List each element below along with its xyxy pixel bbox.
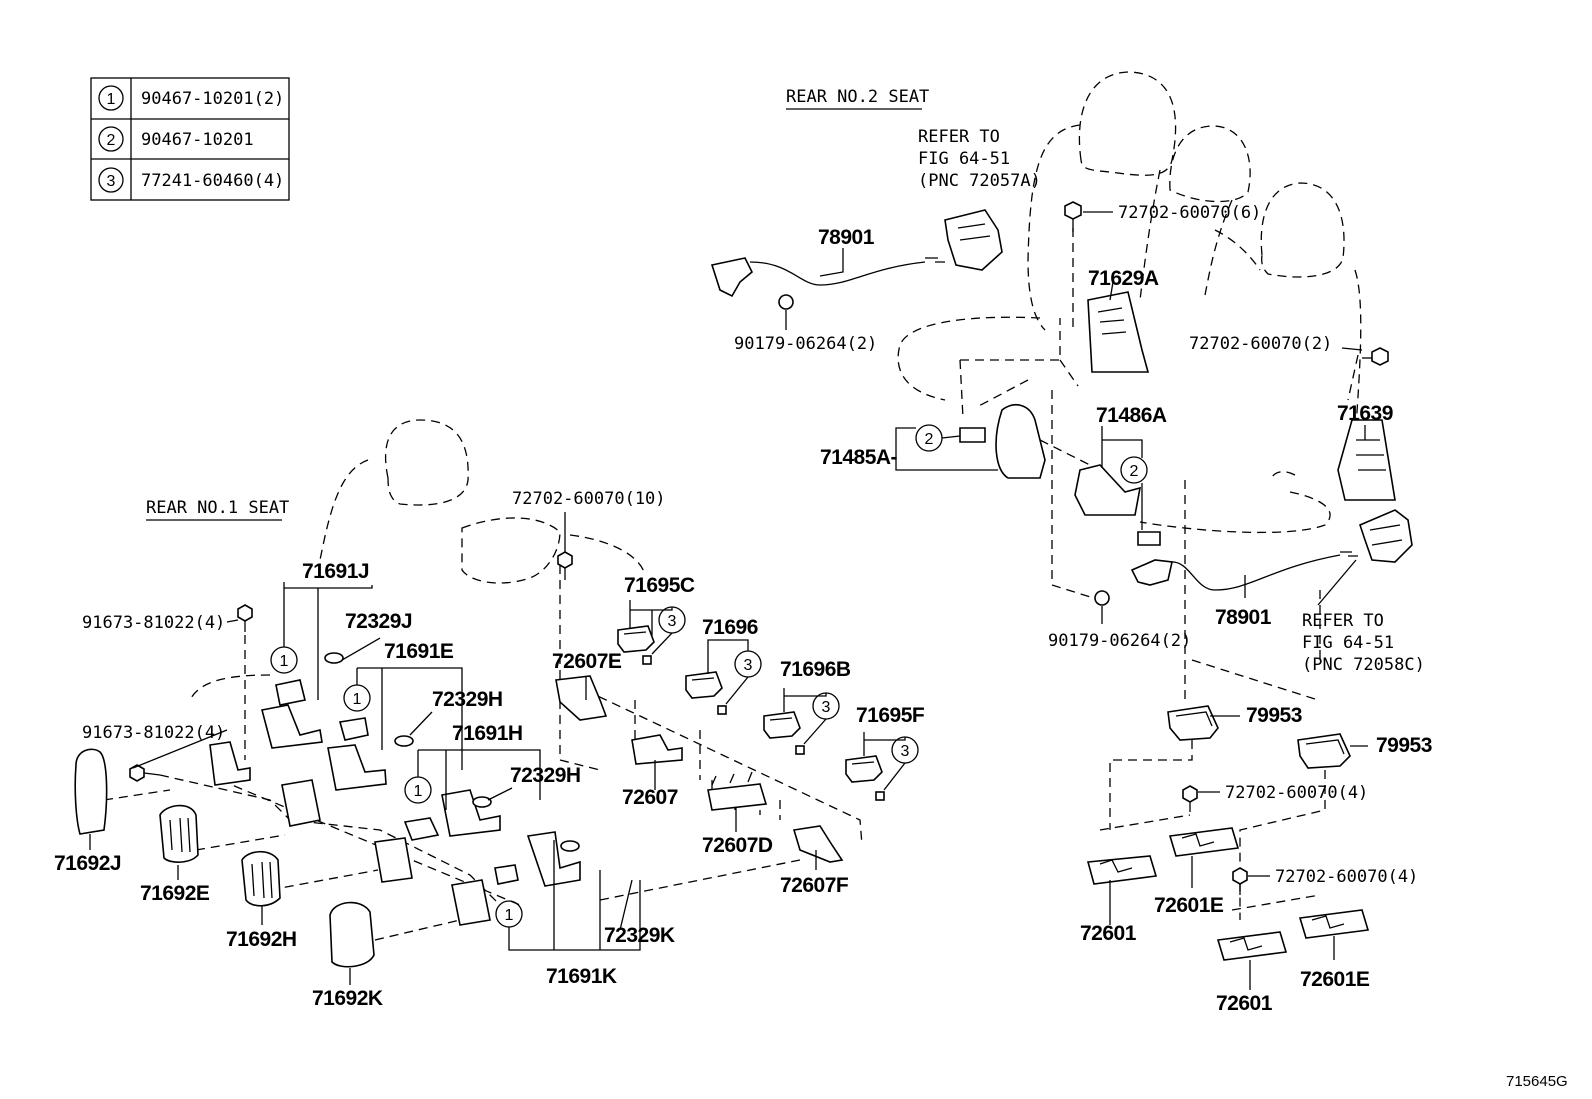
71639-bracket [1337, 419, 1396, 501]
label-91673-a: 91673-81022(4) [82, 613, 225, 633]
label-72607f: 72607F [780, 874, 849, 897]
label-72601-b: 72601 [1216, 992, 1273, 1015]
label-72607: 72607 [622, 786, 678, 809]
legend-ref-3: 3 [107, 173, 116, 190]
bolt-group-rear-no1 [129, 551, 573, 782]
ref-circle-3-b: 3 [744, 657, 753, 674]
rear-no1-brackets [209, 652, 581, 926]
label-79953-b: 79953 [1376, 734, 1432, 757]
refer-top-line1: REFER TO [918, 127, 1000, 147]
title-rear-no2-seat: REAR NO.2 SEAT [786, 87, 929, 107]
79953-cover-a [1167, 705, 1219, 741]
rear-no1-end-covers [74, 748, 375, 968]
ref-circle-3-a: 3 [668, 613, 677, 630]
label-71695f: 71695F [856, 704, 925, 727]
leader-lines [89, 211, 1368, 990]
label-71691j: 71691J [302, 560, 369, 583]
cable-78901-bottom [1094, 509, 1413, 606]
label-71691h: 71691H [452, 722, 523, 745]
legend-ref-1: 1 [107, 91, 116, 108]
legend-part-2: 90467-10201 [141, 130, 254, 150]
label-71692e: 71692E [140, 882, 210, 905]
label-71692k: 71692K [312, 987, 383, 1010]
label-72329h: 72329H [432, 688, 503, 711]
71629a-bracket [1087, 291, 1150, 373]
label-71486a: 71486A [1096, 404, 1167, 427]
label-72601e-b: 72601E [1300, 968, 1370, 991]
refer-note-top: REFER TO FIG 64-51 (PNC 72057A) [918, 127, 1041, 191]
label-71485a: 71485A- [820, 446, 898, 469]
label-72702-2: 72702-60070(2) [1189, 334, 1332, 354]
part-labels: 78901 90179-06264(2) 72702-60070(6) 7162… [54, 203, 1432, 1015]
label-72607d: 72607D [702, 834, 773, 857]
79953-cover-b [1297, 733, 1351, 769]
rear-no1-center-parts [555, 675, 844, 863]
ref-circle-1-b: 1 [353, 691, 362, 708]
label-71692h: 71692H [226, 928, 297, 951]
refer-right-line2: FIG 64-51 [1302, 633, 1394, 653]
label-90179-top: 90179-06264(2) [734, 334, 877, 354]
legend-ref-2: 2 [107, 132, 116, 149]
label-72702-4a: 72702-60070(4) [1225, 783, 1368, 803]
label-78901-top: 78901 [818, 226, 875, 249]
label-71696b: 71696B [780, 658, 851, 681]
label-71696: 71696 [702, 616, 758, 639]
label-71691k: 71691K [546, 965, 617, 988]
ref-circle-2-b: 2 [1130, 463, 1139, 480]
ref-circle-1-a: 1 [280, 653, 289, 670]
label-72601e-a: 72601E [1154, 894, 1224, 917]
ref-circle-1-c: 1 [414, 783, 423, 800]
refer-top-line3: (PNC 72057A) [918, 171, 1041, 191]
figure-id: 715645G [1506, 1073, 1568, 1090]
label-71691e: 71691E [384, 640, 454, 663]
label-72702-4b: 72702-60070(4) [1275, 867, 1418, 887]
cable-78901-top [710, 209, 1003, 310]
bolt-group-rear-no2 [1064, 201, 1389, 895]
label-79953-a: 79953 [1246, 704, 1302, 727]
legend-part-3: 77241-60460(4) [141, 171, 284, 191]
legend-table: 1 2 3 90467-10201(2) 90467-10201 77241-6… [90, 77, 290, 201]
label-72607e: 72607E [552, 650, 622, 673]
label-90179-bottom: 90179-06264(2) [1048, 631, 1191, 651]
title-rear-no1-seat: REAR NO.1 SEAT [146, 498, 289, 518]
label-78901-bottom: 78901 [1215, 606, 1272, 629]
label-72702-6: 72702-60070(6) [1118, 203, 1261, 223]
refer-right-line3: (PNC 72058C) [1302, 655, 1425, 675]
ref-circle-1-d: 1 [505, 907, 514, 924]
refer-note-right: REFER TO FIG 64-51 (PNC 72058C) [1302, 611, 1425, 675]
71485a-cover [995, 404, 1046, 479]
ref-circle-2-a: 2 [925, 431, 934, 448]
label-71695c: 71695C [624, 574, 695, 597]
label-71692j: 71692J [54, 852, 121, 875]
legend-part-1: 90467-10201(2) [141, 89, 284, 109]
rear-no1-caps [617, 625, 885, 801]
label-72329k: 72329K [604, 924, 675, 947]
latch-group-72601 [1086, 827, 1370, 961]
label-91673-b: 91673-81022(4) [82, 723, 225, 743]
refer-right-line1: REFER TO [1302, 611, 1384, 631]
label-72601-a: 72601 [1080, 922, 1137, 945]
label-71639: 71639 [1337, 402, 1393, 425]
label-71629a: 71629A [1088, 267, 1159, 290]
ref-circle-3-c: 3 [822, 699, 831, 716]
ref-circle-3-d: 3 [901, 743, 910, 760]
label-72702-10: 72702-60070(10) [512, 489, 666, 509]
refer-top-line2: FIG 64-51 [918, 149, 1010, 169]
label-72329j: 72329J [345, 610, 412, 633]
71486a-bracket [1074, 464, 1142, 516]
label-72329h2: 72329H [510, 764, 581, 787]
